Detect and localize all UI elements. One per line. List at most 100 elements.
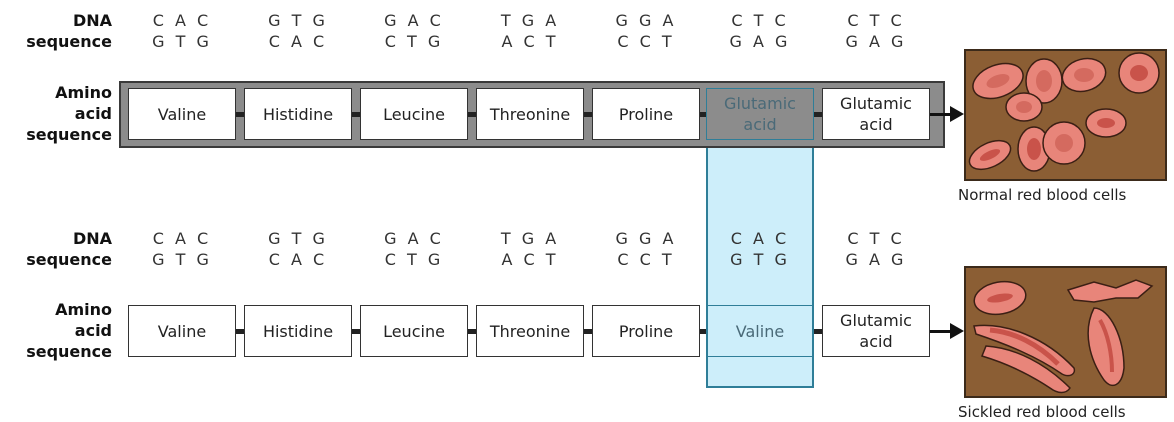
peptide-bond-connector bbox=[584, 112, 592, 117]
label-line: Amino bbox=[55, 300, 112, 319]
codon-coding-strand: G A C bbox=[384, 11, 444, 30]
dna-codon: G G A C C T bbox=[596, 228, 696, 270]
amino-acid-box: Proline bbox=[592, 88, 700, 140]
codon-coding-strand: T G A bbox=[500, 11, 560, 30]
amino-acid-box: Valine bbox=[128, 88, 236, 140]
normal-cells-caption: Normal red blood cells bbox=[958, 186, 1127, 204]
sickle-cell bbox=[1087, 307, 1125, 387]
amino-acid-box: Threonine bbox=[476, 305, 584, 357]
codon-coding-strand: C T C bbox=[731, 11, 789, 30]
normal-arrow-line bbox=[930, 113, 952, 116]
normal-cell bbox=[968, 139, 1012, 171]
peptide-bond-connector bbox=[584, 329, 592, 334]
peptide-bond-connector bbox=[814, 112, 822, 117]
codon-coding-strand: G G A bbox=[615, 11, 677, 30]
codon-coding-strand: G T G bbox=[268, 11, 328, 30]
codon-template-strand: C T G bbox=[384, 32, 444, 51]
amino-acid-box: Leucine bbox=[360, 305, 468, 357]
amino-acid-box: Leucine bbox=[360, 88, 468, 140]
normal-arrow-head bbox=[950, 106, 964, 122]
normal-red-blood-cells-image bbox=[964, 49, 1167, 181]
sickle-arrow-line bbox=[930, 330, 952, 333]
sickle-cell bbox=[980, 345, 1071, 394]
amino-acid-box: Valine bbox=[128, 305, 236, 357]
sickle-arrow-head bbox=[950, 323, 964, 339]
amino-acid-sequence-label-normal: Amino acid sequence bbox=[0, 82, 112, 145]
amino-acid-box: Threonine bbox=[476, 88, 584, 140]
normal-cell bbox=[1005, 92, 1043, 122]
sickled-red-blood-cells-image bbox=[964, 266, 1167, 398]
codon-coding-strand: C T C bbox=[847, 11, 905, 30]
dna-codon: G A C C T G bbox=[364, 228, 464, 270]
peptide-bond-connector bbox=[236, 329, 244, 334]
amino-acid-box: Proline bbox=[592, 305, 700, 357]
codon-template-strand: C T G bbox=[384, 250, 444, 269]
peptide-bond-connector bbox=[814, 329, 822, 334]
label-line: sequence bbox=[26, 342, 112, 361]
label-line: sequence bbox=[26, 125, 112, 144]
amino-acid-box: Histidine bbox=[244, 305, 352, 357]
amino-acid-sequence-label-sickle: Amino acid sequence bbox=[0, 299, 112, 362]
codon-template-strand: G A G bbox=[845, 32, 907, 51]
label-line: DNA bbox=[72, 11, 112, 30]
normal-cell bbox=[1118, 52, 1160, 94]
dna-codon: C A C G T G bbox=[132, 10, 232, 52]
peptide-bond-connector bbox=[352, 112, 360, 117]
dna-codon: C A C G T G bbox=[132, 228, 232, 270]
dna-sequence-label-sickle: DNA sequence bbox=[0, 228, 112, 270]
label-line: sequence bbox=[26, 250, 112, 269]
codon-template-strand: G T G bbox=[730, 250, 790, 269]
peptide-bond-connector bbox=[700, 329, 706, 334]
normal-cell bbox=[1042, 121, 1086, 165]
codon-coding-strand: C A C bbox=[152, 11, 212, 30]
sickle-cell bbox=[1066, 279, 1154, 303]
normal-cell bbox=[1017, 126, 1051, 172]
codon-coding-strand: T G A bbox=[500, 229, 560, 248]
amino-acid-box: Glutamic acid bbox=[724, 94, 796, 134]
codon-template-strand: G A G bbox=[845, 250, 907, 269]
dna-codon: T G A A C T bbox=[480, 10, 580, 52]
peptide-bond-connector bbox=[700, 112, 706, 117]
codon-template-strand: A C T bbox=[501, 32, 559, 51]
dna-codon: G T G C A C bbox=[248, 10, 348, 52]
codon-coding-strand: C T C bbox=[847, 229, 905, 248]
codon-template-strand: C C T bbox=[617, 32, 675, 51]
codon-template-strand: A C T bbox=[501, 250, 559, 269]
amino-acid-box: Glutamic acid bbox=[822, 88, 930, 140]
sickle-cell bbox=[973, 280, 1027, 316]
codon-template-strand: G T G bbox=[152, 32, 212, 51]
normal-cell bbox=[1085, 108, 1127, 138]
dna-codon: G T G C A C bbox=[248, 228, 348, 270]
dna-codon: C T C G A G bbox=[710, 10, 810, 52]
codon-template-strand: G A G bbox=[729, 32, 791, 51]
peptide-bond-connector bbox=[468, 112, 476, 117]
dna-codon: C T C G A G bbox=[826, 10, 926, 52]
label-line: sequence bbox=[26, 32, 112, 51]
codon-template-strand: C A C bbox=[268, 250, 328, 269]
label-line: acid bbox=[74, 104, 112, 123]
codon-coding-strand: G A C bbox=[384, 229, 444, 248]
sickle-cell bbox=[973, 324, 1076, 377]
codon-coding-strand: C A C bbox=[152, 229, 212, 248]
amino-acid-box: Valine bbox=[735, 321, 785, 341]
codon-coding-strand: G G A bbox=[615, 229, 677, 248]
dna-codon: C T C G A G bbox=[826, 228, 926, 270]
dna-codon: G G A C C T bbox=[596, 10, 696, 52]
mutation-highlight-box bbox=[706, 88, 814, 140]
codon-coding-strand: G T G bbox=[268, 229, 328, 248]
amino-acid-box: Glutamic acid bbox=[822, 305, 930, 357]
dna-codon: G A C C T G bbox=[364, 10, 464, 52]
mutation-highlight-box bbox=[706, 305, 814, 357]
peptide-bond-connector bbox=[468, 329, 476, 334]
codon-template-strand: C A C bbox=[268, 32, 328, 51]
peptide-bond-connector bbox=[352, 329, 360, 334]
codon-template-strand: C C T bbox=[617, 250, 675, 269]
normal-cell bbox=[1025, 58, 1063, 104]
dna-sequence-label-normal: DNA sequence bbox=[0, 10, 112, 52]
codon-template-strand: G T G bbox=[152, 250, 212, 269]
normal-cell bbox=[972, 62, 1024, 100]
label-line: Amino bbox=[55, 83, 112, 102]
label-line: acid bbox=[74, 321, 112, 340]
dna-codon: T G A A C T bbox=[480, 228, 580, 270]
